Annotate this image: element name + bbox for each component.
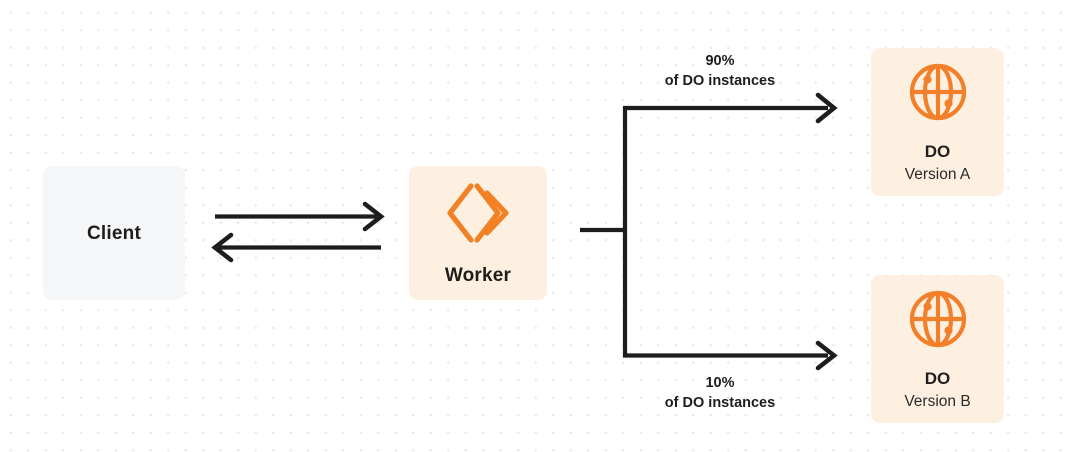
node-do-version-a[interactable]: DO Version A xyxy=(871,48,1004,196)
cloudflare-workers-icon xyxy=(445,182,511,244)
node-client[interactable]: Client xyxy=(43,166,185,300)
node-do-version-b-sublabel: Version B xyxy=(904,393,971,411)
globe-icon xyxy=(907,288,969,350)
edge-label-do-b-description: of DO instances xyxy=(664,394,776,411)
edge-label-do-a-description: of DO instances xyxy=(664,72,776,89)
edge-branch-to-do-a xyxy=(623,92,838,124)
edge-worker-to-client xyxy=(211,232,381,263)
edge-branch-to-do-b xyxy=(623,340,838,371)
edge-label-do-b-percent: 10% xyxy=(705,375,735,391)
edge-label-do-a: 90% of DO instances xyxy=(620,52,820,91)
node-worker[interactable]: Worker xyxy=(409,166,547,300)
edge-client-to-worker xyxy=(215,201,385,232)
edge-label-do-a-percent: 90% xyxy=(705,53,735,69)
node-client-label: Client xyxy=(87,222,141,244)
node-worker-label: Worker xyxy=(444,264,512,286)
globe-icon xyxy=(907,61,969,123)
node-do-version-b[interactable]: DO Version B xyxy=(871,275,1004,423)
node-do-version-b-label: DO xyxy=(924,369,951,389)
edge-worker-branch-trunk xyxy=(580,106,628,358)
node-do-version-a-label: DO xyxy=(924,142,951,162)
node-do-version-a-sublabel: Version A xyxy=(904,166,971,184)
edge-label-do-b: 10% of DO instances xyxy=(620,374,820,413)
